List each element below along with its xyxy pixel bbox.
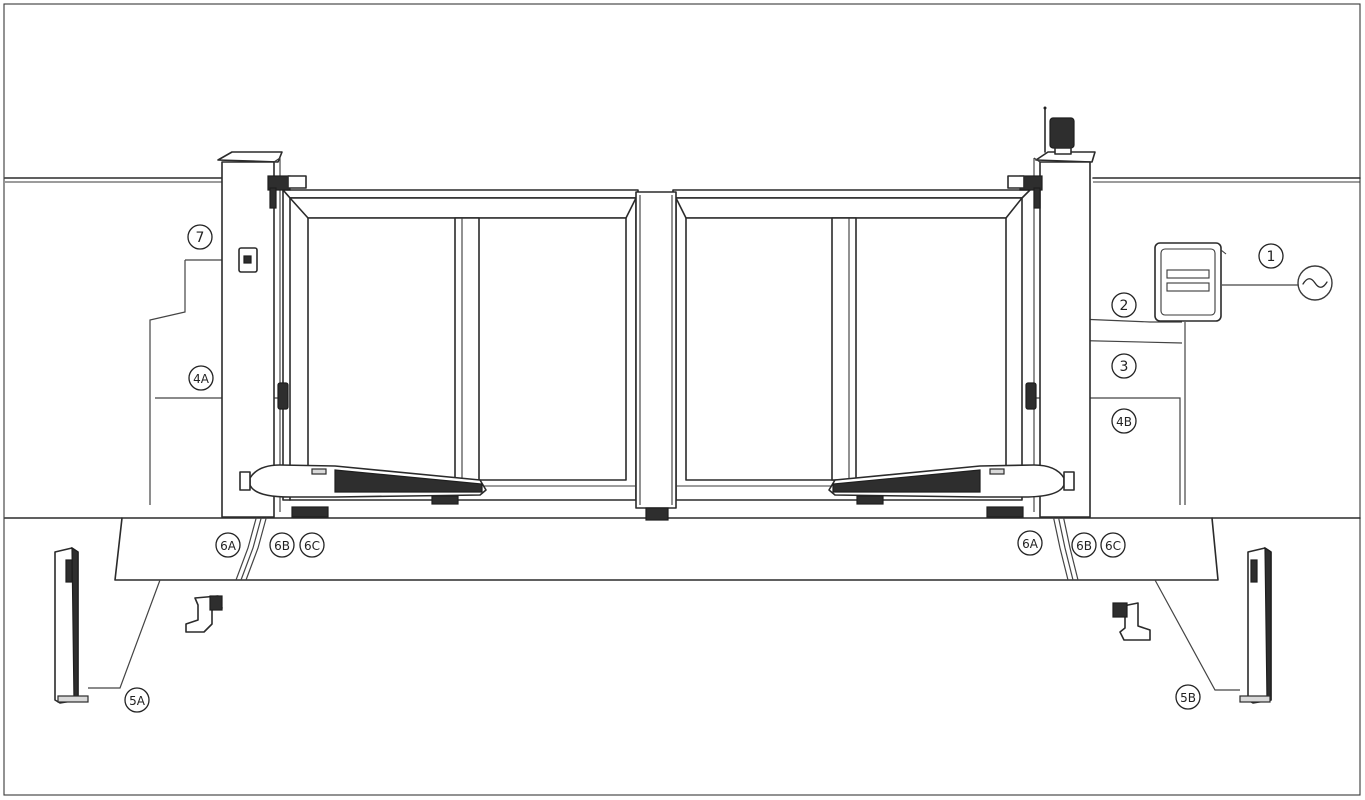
callout-6b-right-label: 6B xyxy=(1076,539,1092,553)
photocell-4a xyxy=(277,382,289,410)
left-pillar xyxy=(217,151,283,518)
callout-2: 2 xyxy=(1111,292,1137,318)
wall xyxy=(4,177,1361,519)
gate-stop-right xyxy=(1112,602,1151,641)
callout-6a-left: 6A xyxy=(215,532,241,558)
callout-3: 3 xyxy=(1111,353,1137,379)
right-pillar xyxy=(1033,151,1096,518)
mains-power-icon: ~ xyxy=(1297,265,1333,301)
motor-left xyxy=(239,464,487,518)
callout-4a-label: 4A xyxy=(193,372,210,386)
callout-6c-left: 6C xyxy=(299,532,325,558)
photocell-4b xyxy=(1025,382,1037,410)
callout-6b-left: 6B xyxy=(269,532,295,558)
callout-2-label: 2 xyxy=(1120,298,1129,314)
callout-5a-label: 5A xyxy=(129,694,146,708)
callout-6b-left-label: 6B xyxy=(274,539,290,553)
ground-slab xyxy=(114,517,1219,581)
callout-5b-label: 5B xyxy=(1180,691,1196,705)
callout-6c-right-label: 6C xyxy=(1105,539,1121,553)
gate xyxy=(282,189,1031,521)
keypad xyxy=(238,247,258,273)
hinges xyxy=(267,175,1043,209)
callout-1: 1 xyxy=(1258,243,1284,269)
diagram-frame xyxy=(3,3,1361,796)
callout-5b: 5B xyxy=(1175,684,1201,710)
callout-7-label: 7 xyxy=(196,230,205,246)
gate-stop-left xyxy=(185,595,223,633)
callout-6a-right: 6A xyxy=(1017,530,1043,556)
callout-6c-left-label: 6C xyxy=(304,539,320,553)
callout-4a: 4A xyxy=(188,365,214,391)
callout-7: 7 xyxy=(187,224,213,250)
callout-5a: 5A xyxy=(124,687,150,713)
callout-3-label: 3 xyxy=(1120,359,1129,375)
photocell-column-5a xyxy=(54,546,89,704)
callout-6b-right: 6B xyxy=(1071,532,1097,558)
callout-6c-right: 6C xyxy=(1100,532,1126,558)
callout-4b: 4B xyxy=(1111,408,1137,434)
callout-4b-label: 4B xyxy=(1116,415,1132,429)
photocell-column-5b xyxy=(1239,546,1272,704)
callout-1-label: 1 xyxy=(1267,249,1276,265)
motor-right xyxy=(828,464,1075,518)
callout-6a-left-label: 6A xyxy=(220,539,237,553)
wiring xyxy=(88,199,1298,691)
control-box xyxy=(1154,242,1227,322)
callout-6a-right-label: 6A xyxy=(1022,537,1039,551)
flashing-light xyxy=(1043,106,1075,155)
